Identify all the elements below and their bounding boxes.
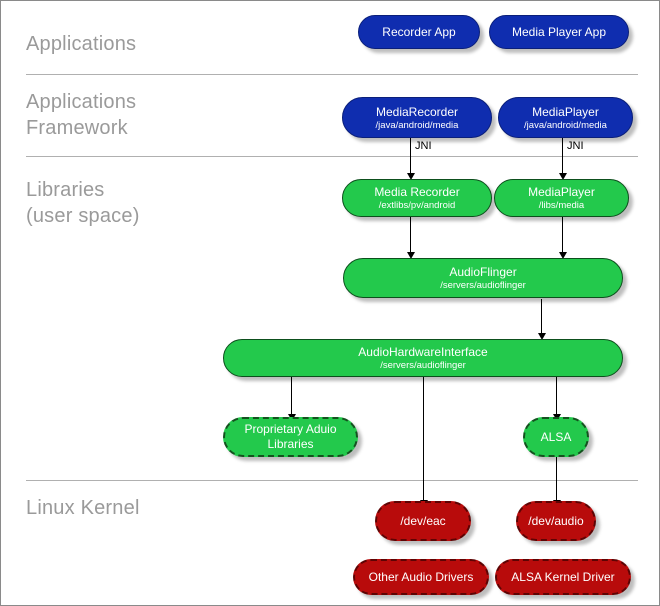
node-alsa-title: ALSA [540, 429, 572, 444]
node-dev-audio-title: /dev/audio [528, 513, 584, 528]
arrowhead-mediarecorder-jni [406, 173, 415, 180]
layer-label-applications: Applications [26, 33, 137, 55]
node-mediarecorder-framework-path: /java/android/media [375, 119, 459, 131]
divider-applications-framework [26, 156, 638, 157]
connector-mediaplayer-jni [562, 138, 563, 176]
node-mediaplayer-framework-title: MediaPlayer [532, 104, 599, 119]
connector-alsa-to-dev-audio [556, 456, 557, 503]
connector-mediarecorder-to-audioflinger [410, 217, 411, 255]
connector-mediaplayer-to-audioflinger [562, 217, 563, 255]
arrowhead-mediaplayer-to-audioflinger [558, 252, 567, 259]
node-audioflinger[interactable]: AudioFlinger /servers/audioflinger [343, 258, 623, 298]
node-mediaplayer-framework-path: /java/android/media [524, 119, 607, 131]
node-mediaplayer-lib[interactable]: MediaPlayer /libs/media [494, 179, 629, 217]
node-dev-eac[interactable]: /dev/eac [375, 501, 471, 541]
node-recorder-app[interactable]: Recorder App [358, 15, 480, 49]
connector-mediarecorder-jni [410, 138, 411, 176]
node-recorder-app-title: Recorder App [382, 24, 456, 39]
node-mediarecorder-framework-title: MediaRecorder [375, 104, 459, 119]
node-audiohardwareinterface-path: /servers/audioflinger [380, 360, 466, 371]
connector-ahi-to-proprietary-libraries [291, 377, 292, 417]
node-proprietary-audio-libraries[interactable]: Proprietary Aduio Libraries [223, 417, 358, 457]
node-mediaplayer-framework[interactable]: MediaPlayer /java/android/media [498, 97, 633, 138]
layer-label-linux-kernel: Linux Kernel [26, 497, 140, 519]
edge-label-jni-left: JNI [415, 140, 432, 152]
node-mediaplayer-lib-title: MediaPlayer [528, 185, 595, 199]
node-dev-eac-title: /dev/eac [400, 513, 446, 528]
arrowhead-audioflinger-to-audiohardwareinterface [537, 333, 546, 340]
node-media-player-app-title: Media Player App [511, 24, 607, 39]
node-alsa-kernel-driver-title: ALSA Kernel Driver [511, 569, 615, 584]
node-alsa-kernel-driver[interactable]: ALSA Kernel Driver [495, 559, 631, 595]
divider-applications [26, 74, 638, 75]
connector-ahi-to-alsa [556, 377, 557, 417]
node-media-recorder-lib-path: /extlibs/pv/android [378, 200, 456, 211]
node-audiohardwareinterface[interactable]: AudioHardwareInterface /servers/audiofli… [223, 339, 623, 377]
node-mediarecorder-framework[interactable]: MediaRecorder /java/android/media [342, 97, 492, 138]
divider-linux-kernel [26, 480, 638, 481]
node-other-audio-drivers-title: Other Audio Drivers [368, 569, 474, 584]
node-media-recorder-lib-title: Media Recorder [374, 185, 460, 199]
node-audiohardwareinterface-title: AudioHardwareInterface [358, 345, 488, 359]
layer-label-libraries: Libraries (user space) [26, 179, 140, 227]
node-dev-audio[interactable]: /dev/audio [516, 501, 596, 541]
node-media-player-app[interactable]: Media Player App [489, 15, 629, 49]
edge-label-jni-right: JNI [567, 140, 584, 152]
node-audioflinger-title: AudioFlinger [449, 265, 517, 279]
node-other-audio-drivers[interactable]: Other Audio Drivers [353, 559, 489, 595]
node-audioflinger-path: /servers/audioflinger [440, 280, 526, 291]
node-media-recorder-lib[interactable]: Media Recorder /extlibs/pv/android [342, 179, 492, 217]
node-proprietary-audio-libraries-title: Proprietary Aduio Libraries [244, 422, 337, 451]
node-alsa[interactable]: ALSA [523, 417, 589, 457]
arrowhead-mediarecorder-to-audioflinger [406, 252, 415, 259]
connector-audioflinger-to-audiohardwareinterface [541, 299, 542, 336]
node-mediaplayer-lib-path: /libs/media [538, 200, 585, 211]
arrowhead-mediaplayer-jni [558, 173, 567, 180]
layer-label-applications-framework: Applications Framework [26, 91, 137, 139]
connector-ahi-to-dev-eac [423, 377, 424, 503]
